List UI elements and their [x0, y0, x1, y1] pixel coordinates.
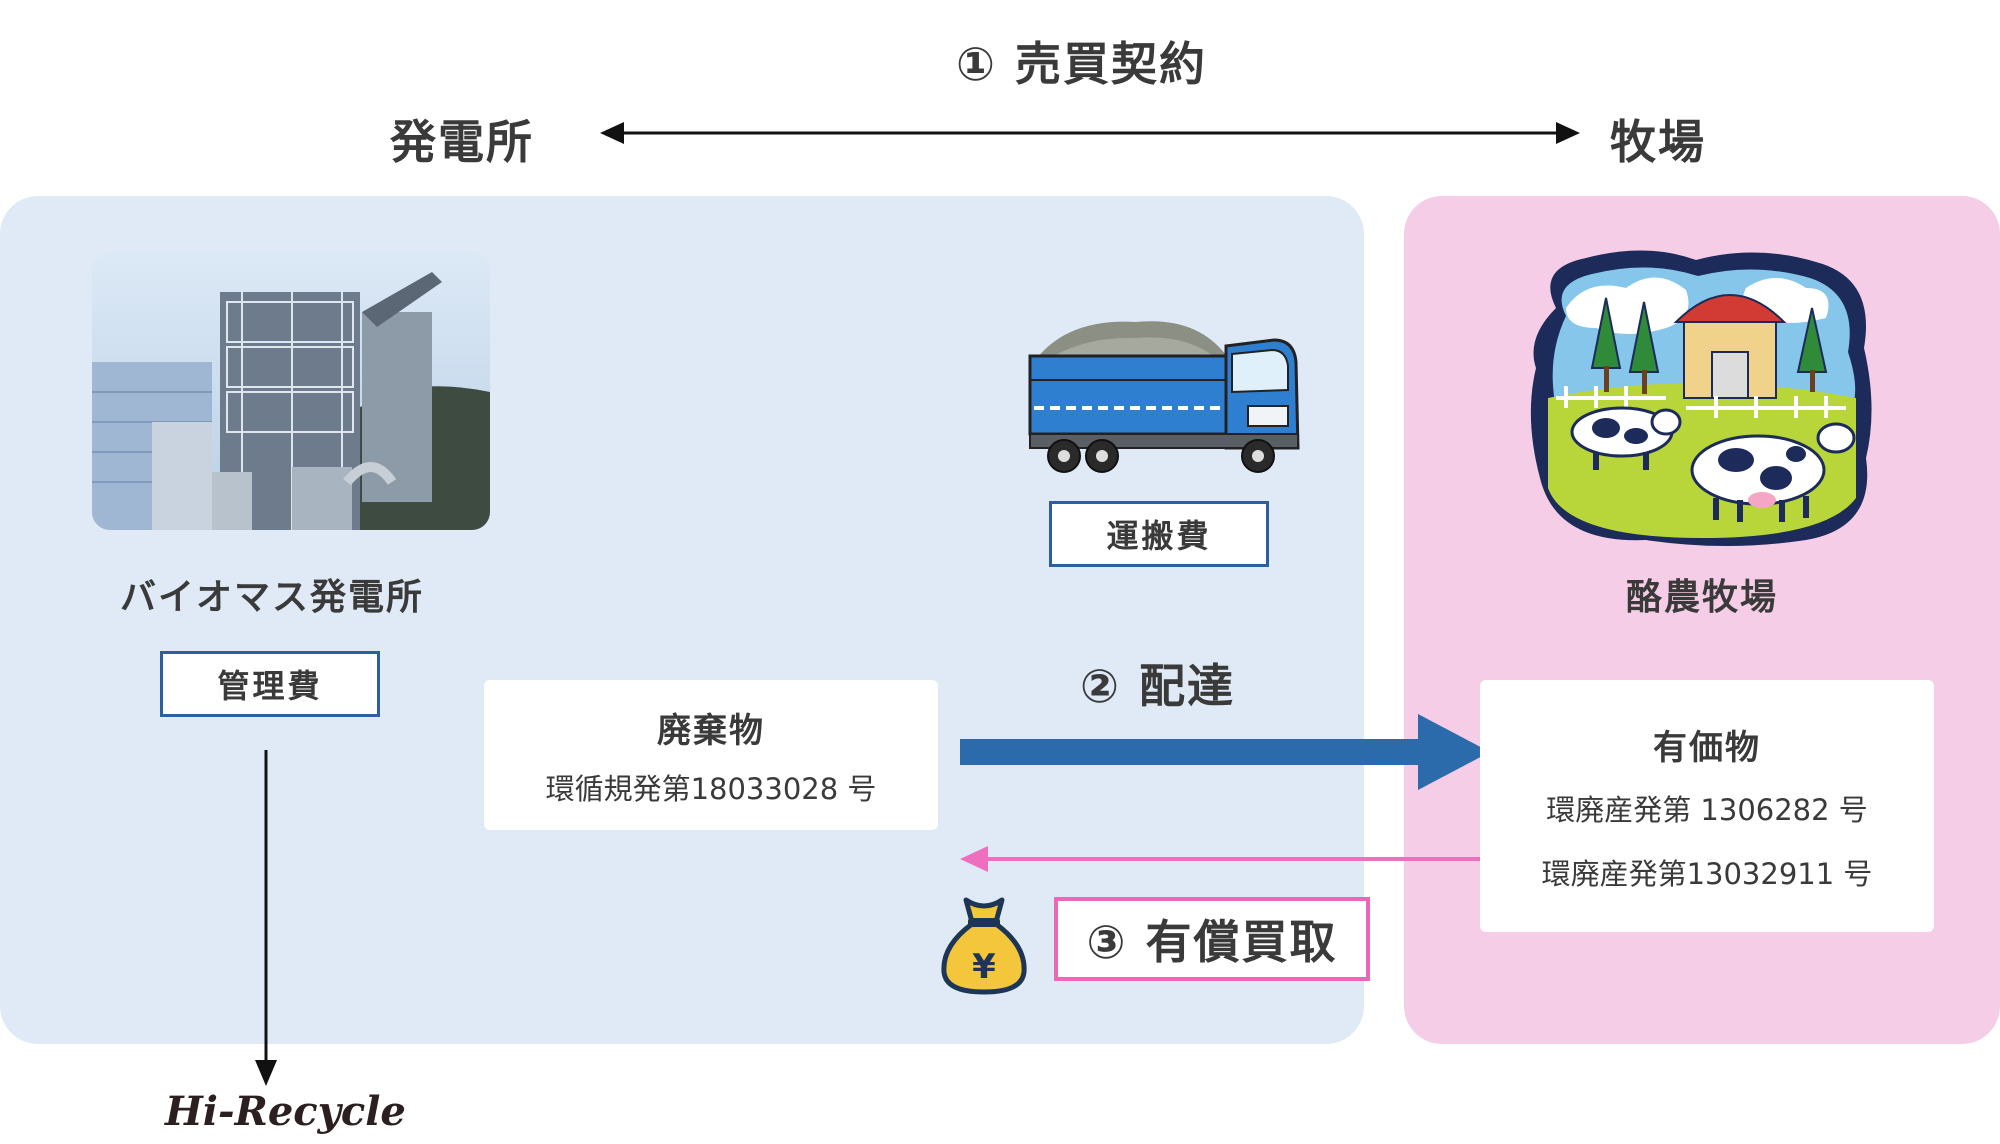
yen-symbol: ¥	[972, 947, 996, 987]
hi-recycle-label: Hi-Recycle	[165, 1088, 406, 1135]
valuable-card: 有価物 環廃産発第 1306282 号 環廃産発第13032911 号	[1480, 680, 1934, 932]
left-party-label: 発電所	[390, 115, 534, 169]
management-cost-box: 管理費	[160, 651, 380, 717]
contract-label: ① 売買契約	[956, 37, 1207, 91]
transport-cost-box: 運搬費	[1049, 501, 1269, 567]
payment-arrow	[960, 846, 1492, 872]
purchase-step-label: ③ 有償買取	[1086, 915, 1338, 969]
dairy-farm-image	[1530, 250, 1872, 546]
waste-card-title: 廃棄物	[657, 710, 765, 751]
contract-arrow	[600, 122, 1580, 144]
valuable-license-1: 環廃産発第 1306282 号	[1546, 792, 1868, 827]
waste-card: 廃棄物 環循規発第18033028 号	[484, 680, 938, 830]
purchase-step-box: ③ 有償買取	[1054, 897, 1370, 981]
dump-truck-icon	[1028, 321, 1300, 473]
management-cost-label: 管理費	[217, 667, 323, 705]
right-party-label: 牧場	[1610, 115, 1706, 169]
delivery-arrow	[960, 714, 1490, 790]
valuable-license-2: 環廃産発第13032911 号	[1541, 856, 1873, 891]
money-bag-icon: ¥	[941, 897, 1027, 995]
valuable-card-title: 有価物	[1653, 727, 1761, 768]
power-plant-image	[92, 252, 490, 530]
hi-recycle-arrow	[255, 750, 277, 1086]
waste-license: 環循規発第18033028 号	[545, 771, 877, 806]
farm-name: 酪農牧場	[1625, 577, 1778, 618]
transport-cost-label: 運搬費	[1106, 517, 1212, 555]
power-plant-name: バイオマス発電所	[119, 577, 424, 618]
delivery-step-label: ② 配達	[1080, 659, 1235, 713]
